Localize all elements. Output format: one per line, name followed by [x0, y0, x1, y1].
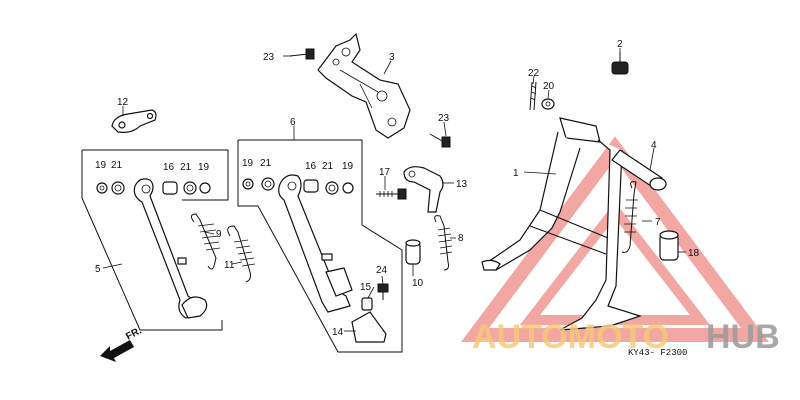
part-13-bracket [403, 166, 444, 213]
callout-6: 6 [290, 117, 296, 128]
part-8-spring [434, 215, 453, 271]
part-17-bolt [376, 188, 407, 200]
callout-15: 15 [360, 282, 372, 293]
group-frame-6 [237, 139, 403, 353]
callout-3: 3 [389, 52, 395, 63]
callout-21c: 21 [260, 158, 272, 169]
part-18-sleeve [659, 230, 679, 261]
callout-1: 1 [513, 168, 519, 179]
callout-9: 9 [216, 229, 222, 240]
diagram-code: KY43- F2300 [628, 348, 687, 358]
group-frame-5 [82, 149, 229, 201]
part-15-collar [361, 297, 373, 311]
part-22-pin [529, 81, 537, 111]
direction-label: FR. [124, 325, 144, 342]
watermark-brand-a: AUTOMOTO [472, 318, 669, 356]
direction-arrow: FR. [100, 325, 144, 362]
callout-19b: 19 [198, 162, 210, 173]
callout-23b: 23 [438, 113, 450, 124]
part-24-bolt [377, 283, 389, 300]
callout-16a: 16 [163, 162, 175, 173]
part-20-washer [541, 98, 555, 110]
callout-18: 18 [688, 248, 700, 259]
part-14-plate [351, 311, 387, 343]
callout-22: 22 [528, 68, 540, 79]
callout-8: 8 [458, 233, 464, 244]
callout-23a: 23 [263, 52, 275, 63]
part-23-bolt-upper [289, 48, 315, 60]
callout-21b: 21 [180, 162, 192, 173]
part-10-sleeve [405, 239, 421, 265]
callout-19a: 19 [95, 160, 107, 171]
part-12-bracket [111, 109, 157, 133]
part-3-bracket [317, 32, 411, 139]
watermark-text: AUTOMOTO HUB [472, 318, 780, 356]
part-1-main-stand [481, 117, 642, 331]
callout-21a: 21 [111, 160, 123, 171]
callout-5: 5 [95, 264, 101, 275]
callout-24: 24 [376, 265, 388, 276]
part-11-spring [227, 225, 256, 283]
part-9-spring [190, 213, 221, 270]
callout-labels: 1 2 3 4 5 6 7 8 9 10 11 12 13 14 15 16 1… [95, 39, 700, 338]
callout-2: 2 [617, 39, 623, 50]
leader-lines [102, 48, 686, 332]
part-23-bolt-lower [429, 133, 451, 148]
part-4-pipe [611, 149, 667, 191]
part-7-spring [621, 181, 638, 253]
callout-14: 14 [332, 327, 344, 338]
callout-11: 11 [224, 260, 235, 271]
callout-17: 17 [379, 167, 391, 178]
callout-16b: 16 [305, 161, 317, 172]
callout-19c: 19 [242, 158, 254, 169]
part-5-side-stand [96, 178, 211, 319]
callout-19d: 19 [342, 161, 354, 172]
watermark-brand-b: HUB [706, 318, 780, 356]
callout-7: 7 [655, 217, 661, 228]
callout-10: 10 [412, 278, 424, 289]
part-6-side-stand [242, 174, 354, 313]
callout-13: 13 [456, 179, 468, 190]
callout-12: 12 [117, 97, 129, 108]
callout-4: 4 [651, 140, 657, 151]
callout-20: 20 [543, 81, 555, 92]
callout-21d: 21 [322, 161, 334, 172]
